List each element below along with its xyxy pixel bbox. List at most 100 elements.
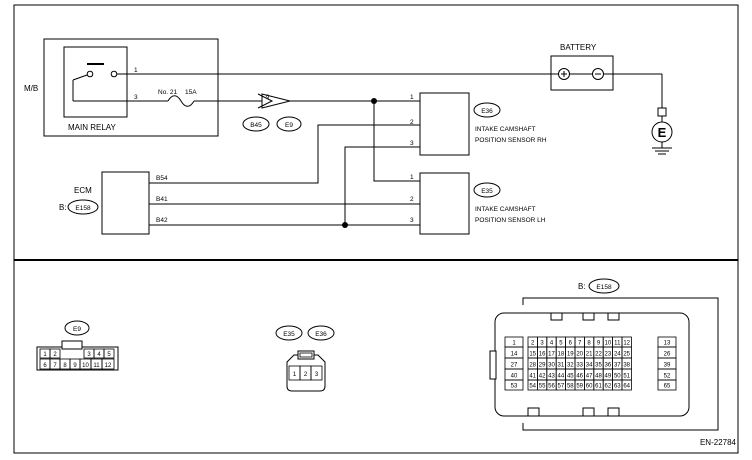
e9-pin-grid — [39, 348, 115, 370]
e158-pin: 4 — [550, 341, 554, 347]
connector-e9-badge — [276, 116, 302, 132]
e158-pin: 22 — [595, 352, 602, 358]
e158-view-badge — [588, 278, 620, 294]
battery-box — [550, 55, 614, 91]
battery-label: BATTERY — [560, 43, 597, 52]
wire-b42-to-rh3 — [344, 146, 420, 225]
e158-pin: 14 — [511, 352, 518, 358]
e35-view-badge — [275, 325, 303, 341]
connector-b45-label: B45 — [250, 122, 262, 129]
rh-pin-2: 2 — [410, 119, 414, 126]
connector-e35-badge — [473, 182, 501, 198]
e158-pin: 24 — [614, 352, 621, 358]
e158-pin: 59 — [576, 384, 583, 390]
e9-pin-11: 11 — [93, 363, 100, 369]
e36-view-badge — [307, 325, 335, 341]
main-relay-label: MAIN RELAY — [68, 123, 117, 132]
e158-pin: 8 — [587, 341, 591, 347]
e158-pin: 44 — [558, 374, 565, 380]
e158-pin: 41 — [529, 374, 536, 380]
fuse-label: No. 21 — [158, 89, 178, 96]
e9-view-label: E9 — [73, 326, 81, 333]
e35-pin-1: 1 — [293, 372, 297, 378]
e158-outer-shell — [522, 297, 719, 431]
junction-ground — [342, 222, 348, 228]
e35-pin-2: 2 — [304, 372, 308, 378]
e158-pin: 49 — [605, 374, 612, 380]
e9-pin-7: 7 — [53, 363, 57, 369]
e158-pin: 55 — [539, 384, 546, 390]
e158-pin: 1 — [512, 341, 516, 347]
e158-pin: 30 — [548, 363, 555, 369]
e158-pin: 29 — [539, 363, 546, 369]
ecm-box — [101, 171, 150, 235]
mb-box — [43, 38, 219, 137]
connector-e36-label: E36 — [481, 108, 493, 115]
e158-pin: 11 — [614, 341, 621, 347]
ground-point-label: E — [658, 125, 667, 140]
e158-pin: 32 — [567, 363, 574, 369]
e158-pin: 54 — [529, 384, 536, 390]
relay-contact-left — [86, 70, 94, 78]
mb-label: M/B — [24, 84, 38, 93]
e36-view-label: E36 — [315, 331, 327, 338]
e158-pin: 21 — [586, 352, 593, 358]
ground-connector — [657, 107, 667, 117]
sensor-lh-label-line1: INTAKE CAMSHAFT — [475, 206, 536, 213]
e158-pin: 52 — [664, 374, 671, 380]
e158-view-label: E158 — [596, 284, 612, 291]
e9-connector-latch — [61, 340, 83, 350]
ecm-pin-b54: B54 — [156, 175, 168, 182]
e35-pin-grid — [288, 365, 323, 381]
e158-view-prefix: B: — [578, 282, 586, 291]
e158-pin: 53 — [511, 384, 518, 390]
ecm-pin-b41: B41 — [156, 196, 168, 203]
fuse-amp-label: 15A — [185, 89, 197, 96]
joint-connector-arrow-back — [257, 93, 274, 109]
e35-view-label: E35 — [283, 331, 295, 338]
e158-pin: 3 — [540, 341, 544, 347]
connector-e36-badge — [473, 102, 501, 118]
e158-pin: 37 — [614, 363, 621, 369]
sensor-rh-box — [419, 92, 470, 156]
wire-power-to-lh1 — [373, 101, 420, 182]
e158-pin: 9 — [597, 341, 601, 347]
e9-pin-10: 10 — [82, 363, 89, 369]
e158-pin: 26 — [664, 352, 671, 358]
e158-pin: 58 — [567, 384, 574, 390]
connector-e35-label: E35 — [481, 188, 493, 195]
sensor-lh-box — [419, 172, 470, 235]
joint-pin-9: 9 — [266, 95, 270, 101]
e158-pin: 35 — [595, 363, 602, 369]
e9-pin-5: 5 — [107, 352, 111, 358]
wire-b54-to-rh2 — [149, 124, 420, 184]
ecm-conn-prefix: B: — [59, 203, 67, 212]
lh-pin-2: 2 — [410, 196, 414, 203]
e9-pin-2: 2 — [53, 352, 57, 358]
lh-pin-1: 1 — [410, 174, 414, 181]
relay-switch-arm — [72, 74, 88, 81]
e158-pin: 39 — [664, 363, 671, 369]
e158-pin: 2 — [531, 341, 535, 347]
e158-pin: 38 — [623, 363, 630, 369]
e158-pin: 16 — [539, 352, 546, 358]
e158-pin: 13 — [664, 341, 671, 347]
sensor-rh-label-line2: POSITION SENSOR RH — [475, 137, 547, 144]
e158-pin: 46 — [576, 374, 583, 380]
ecm-label: ECM — [74, 186, 92, 195]
e158-side-tab — [489, 350, 497, 380]
e158-pin: 10 — [605, 341, 612, 347]
sensor-lh-label-line2: POSITION SENSOR LH — [475, 217, 546, 224]
connector-e9-label: E9 — [285, 122, 293, 129]
e158-pin: 51 — [623, 374, 630, 380]
ecm-pin-b42: B42 — [156, 217, 168, 224]
e158-pin: 45 — [567, 374, 574, 380]
e158-pin: 25 — [623, 352, 630, 358]
e9-pin-8: 8 — [63, 363, 67, 369]
e158-pin: 57 — [558, 384, 565, 390]
e158-pin: 36 — [605, 363, 612, 369]
e158-pin: 33 — [576, 363, 583, 369]
